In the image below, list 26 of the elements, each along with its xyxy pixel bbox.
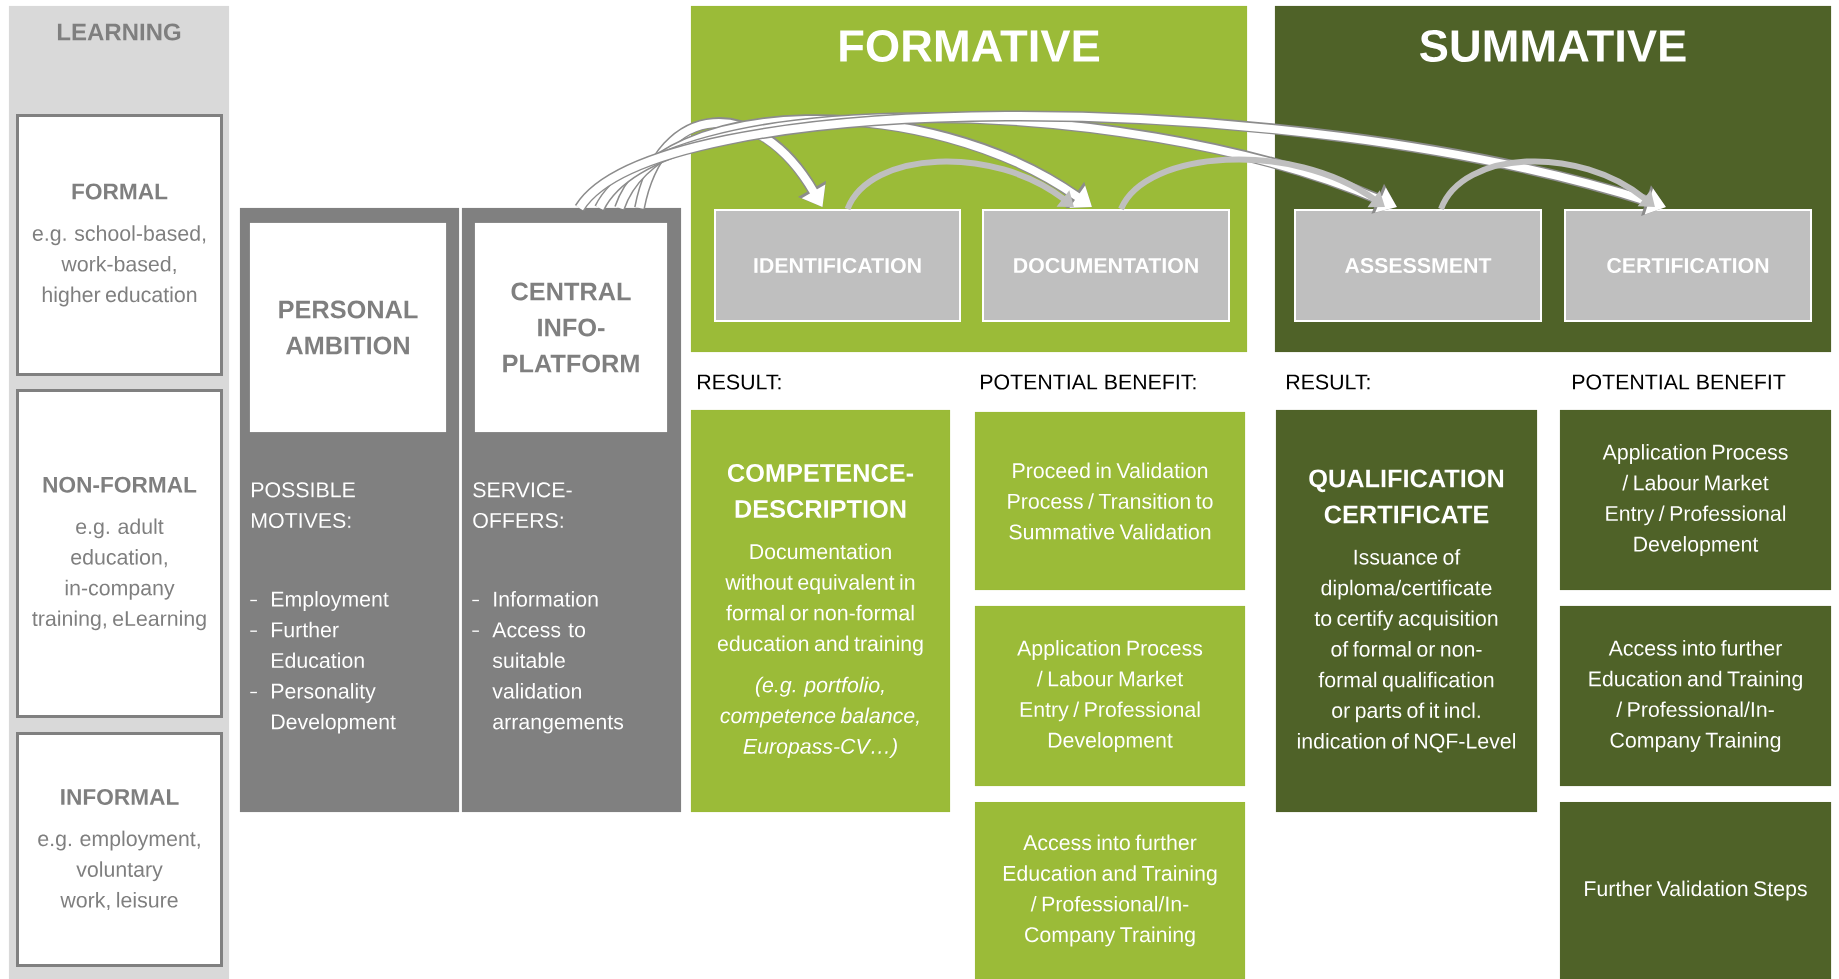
column-heading: POTENTIAL BENEFIT (1573, 374, 1786, 390)
category-box: FORMAL e.g. school-based, work-based, higher education (16, 114, 223, 376)
result-box: QUALIFICATION CERTIFICATE Issuance of diploma/certificate to certify acquisition of formal or non-formal qualification or parts of it incl. indication of NQF-Level (1275, 409, 1538, 813)
step-box: IDENTIFICATION (714, 209, 961, 322)
benefit-box: Application Process / Labour Market Entry / Professional Development (1559, 409, 1832, 591)
curved-arrow (634, 117, 827, 210)
curved-arrow (1438, 158, 1655, 211)
step-box: DOCUMENTATION (982, 209, 1230, 322)
step-box: CERTIFICATION (1564, 209, 1812, 322)
benefit-box: Application Process / Labour Market Entry / Professional Development (974, 605, 1246, 787)
column-heading: POTENTIAL BENEFIT: (981, 374, 1196, 390)
result-box: COMPETENCE-DESCRIPTION Documentation without equivalent in formal or non-formal education and training (e.g. portfolio, competence balance, Europass-CV…) (690, 409, 951, 813)
heading-box: PERSONAL AMBITION (249, 222, 447, 433)
curved-arrow (614, 114, 1092, 211)
benefit-box: Access into further Education and Training / Professional/In-Company Training (974, 801, 1246, 979)
category-box: INFORMAL e.g. employment, voluntary work, leisure (16, 732, 223, 967)
curved-arrow (844, 158, 1074, 211)
benefit-box: Access into further Education and Training / Professional/In-Company Training (1559, 605, 1832, 787)
curved-arrow (1118, 156, 1385, 211)
step-box: ASSESSMENT (1294, 209, 1542, 322)
benefit-box: Further Validation Steps (1559, 801, 1832, 979)
column-heading: RESULT: (1287, 374, 1370, 390)
heading-box: CENTRAL INFO-PLATFORM (474, 222, 668, 433)
benefit-box: Proceed in Validation Process / Transition to Summative Validation (974, 411, 1246, 591)
category-box: NON-FORMAL e.g. adult education, in-company training, eLearning (16, 389, 223, 718)
column-heading: RESULT: (698, 374, 781, 390)
